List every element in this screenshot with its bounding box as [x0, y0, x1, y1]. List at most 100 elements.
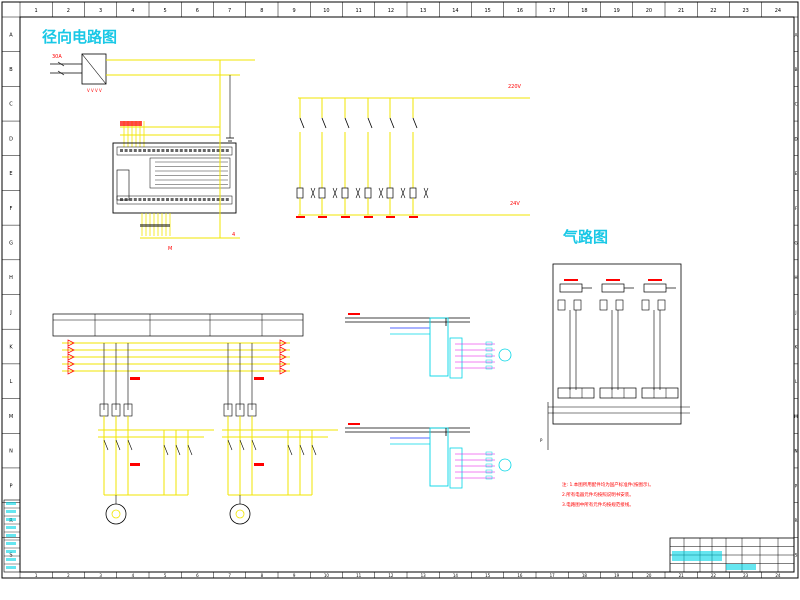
grid-col-label: 7 — [228, 8, 231, 14]
grid-row-label: P — [795, 483, 798, 488]
circuit-title: 径向电路图 — [42, 28, 117, 46]
inner-frame — [19, 16, 795, 573]
grid-col-label: 19 — [614, 573, 620, 578]
grid-row-label: E — [9, 171, 12, 177]
grid-col-label: 17 — [550, 573, 556, 578]
outer-frame — [1, 1, 799, 579]
grid-row-label: R — [795, 518, 798, 523]
grid-col-label: 15 — [485, 573, 491, 578]
grid-col-label: 3 — [99, 573, 102, 578]
servo-driver-1 — [345, 313, 512, 379]
grid-col-label: 21 — [679, 573, 685, 578]
grid-row-label: N — [9, 449, 13, 455]
grid-col-label: 22 — [711, 573, 717, 578]
grid-col-label: 8 — [260, 8, 263, 14]
pneumatic-title: 气路图 — [562, 228, 608, 246]
grid-col-label: 11 — [356, 573, 362, 578]
grid-col-label: 24 — [775, 8, 781, 14]
grid-row-label: B — [9, 67, 13, 73]
grid-col-label: 9 — [293, 573, 296, 578]
motor-control-section — [52, 313, 338, 525]
grid-col-label: 22 — [710, 8, 716, 14]
grid-row-label: F — [10, 206, 13, 212]
plc-controller — [112, 142, 237, 214]
grid-row-label: G — [9, 240, 13, 246]
grid-col-label: 2 — [67, 573, 70, 578]
grid-col-label: 18 — [581, 8, 587, 14]
grid-row-label: F — [795, 206, 798, 211]
grid-col-label: 10 — [323, 8, 329, 14]
grid-col-label: 17 — [549, 8, 555, 14]
grid-col-label: 15 — [484, 8, 490, 14]
grid-col-label: 11 — [355, 8, 361, 14]
grid-row-label: P — [9, 483, 12, 489]
grid-row-label: E — [795, 171, 798, 176]
revision-strip — [3, 499, 21, 573]
svg-text:V V V V: V V V V — [87, 88, 102, 93]
grid-row-label: K — [9, 345, 13, 351]
grid-col-label: 6 — [196, 573, 199, 578]
grid-row-label: S — [9, 553, 12, 559]
note-line-2: 2.所有电器元件均按照说明书安装。 — [562, 491, 634, 498]
note-line-3: 3.电路图中所有元件均按规范接线。 — [562, 501, 634, 508]
dc-rail-label: 24V — [510, 201, 520, 207]
grid-row-label: G — [794, 240, 797, 245]
grid-row-label: B — [795, 67, 798, 72]
grid-row-label: K — [795, 345, 798, 350]
power-supply-module — [81, 53, 107, 85]
grid-col-label: 14 — [453, 573, 459, 578]
grid-col-label: 24 — [775, 573, 781, 578]
pneumatic-frame — [552, 263, 682, 425]
grid-col-label: 19 — [613, 8, 619, 14]
grid-row-label: D — [9, 136, 13, 142]
grid-row-label: H — [9, 275, 13, 281]
svg-text:P: P — [540, 438, 543, 443]
grid-col-label: 12 — [388, 573, 394, 578]
grid-row-label: N — [795, 449, 798, 454]
grid-col-label: 18 — [582, 573, 588, 578]
grid-col-label: 4 — [131, 8, 134, 14]
grid-row-label: A — [795, 32, 798, 37]
notes-block: 注: 1.本图所用配件均为国产标准件(按图示)。 2.所有电器元件均按照说明书安… — [562, 481, 654, 508]
title-block — [3, 499, 795, 573]
grid-row-label: S — [795, 553, 798, 558]
supply-voltage-label: 220V — [508, 84, 522, 90]
svg-text:M: M — [168, 246, 172, 252]
grid-col-label: 14 — [452, 8, 458, 14]
note-line-1: 注: 1.本图所用配件均为国产标准件(按图示)。 — [562, 481, 654, 488]
grid-col-label: 9 — [293, 8, 296, 14]
pneumatic-section: P — [540, 263, 690, 450]
grid-col-label: 7 — [228, 573, 231, 578]
relay-output-section: 220V 24V — [296, 84, 530, 218]
breaker-rating-label: 30A — [52, 54, 62, 60]
grid-row-label: L — [10, 379, 13, 385]
grid-col-label: 3 — [99, 8, 102, 14]
grid-col-label: 5 — [164, 573, 167, 578]
grid-col-label: 4 — [132, 573, 135, 578]
grid-row-label: D — [794, 136, 797, 141]
grid-col-label: 23 — [742, 8, 748, 14]
grid-col-label: 5 — [164, 8, 167, 14]
grid-row-label: A — [9, 32, 13, 38]
grid-row-label: C — [9, 102, 13, 108]
grid-col-label: 21 — [678, 8, 684, 14]
grid-col-label: 12 — [388, 8, 394, 14]
grid-col-label: 23 — [743, 573, 749, 578]
grid-row-label: J — [9, 310, 11, 316]
grid-col-label: 20 — [646, 8, 652, 14]
svg-text:4: 4 — [232, 232, 235, 238]
grid-col-label: 8 — [261, 573, 264, 578]
grid-row-label: H — [794, 275, 797, 280]
grid-col-label: 2 — [67, 8, 70, 14]
servo-driver-2 — [345, 423, 512, 489]
grid-row-label: M — [794, 414, 798, 419]
grid-row-label: M — [9, 414, 13, 420]
grid-col-label: 20 — [646, 573, 652, 578]
grid-col-label: 10 — [324, 573, 330, 578]
grid-col-label: 13 — [421, 573, 427, 578]
